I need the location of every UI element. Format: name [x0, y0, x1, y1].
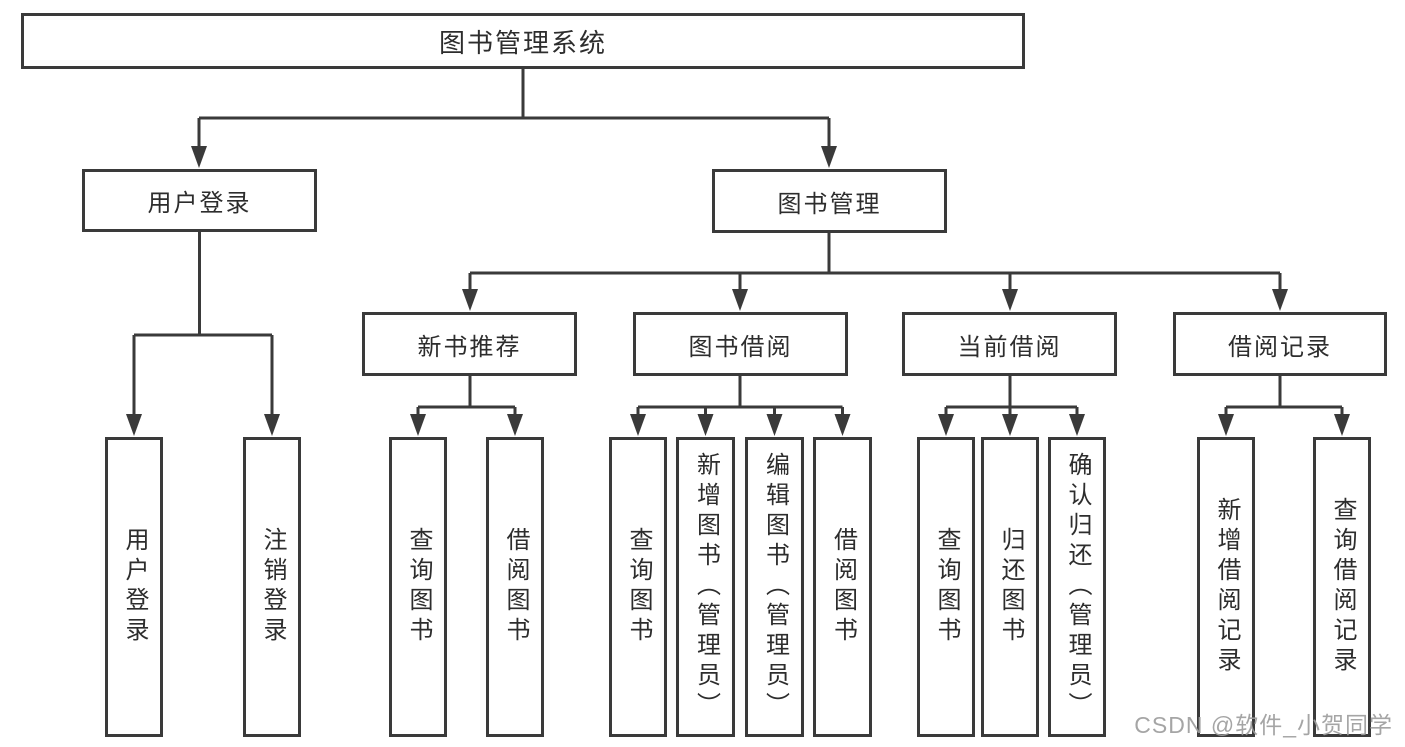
csdn-watermark: CSDN @软件_小贺同学 — [1134, 712, 1393, 738]
leaf-logout: 注销登录 — [243, 437, 301, 737]
leaf-add-books-admin: 新增图书（管理员） — [676, 437, 735, 737]
leaf-query-borrow-record: 查询借阅记录 — [1313, 437, 1371, 737]
node-library-management-system: 图书管理系统 — [21, 13, 1025, 69]
node-book-borrow: 图书借阅 — [633, 312, 848, 376]
leaf-borrow-books-recommend: 借阅图书 — [486, 437, 544, 737]
node-user-login: 用户登录 — [82, 169, 317, 232]
node-book-management: 图书管理 — [712, 169, 947, 233]
leaf-query-books-recommend: 查询图书 — [389, 437, 447, 737]
leaf-borrow-books: 借阅图书 — [813, 437, 872, 737]
leaf-query-books-current: 查询图书 — [917, 437, 975, 737]
leaf-return-books: 归还图书 — [981, 437, 1039, 737]
node-borrow-records: 借阅记录 — [1173, 312, 1387, 376]
node-new-book-recommend: 新书推荐 — [362, 312, 577, 376]
arrowheads — [126, 146, 1350, 436]
leaf-edit-books-admin: 编辑图书（管理员） — [745, 437, 804, 737]
leaf-add-borrow-record: 新增借阅记录 — [1197, 437, 1255, 737]
leaf-user-login: 用户登录 — [105, 437, 163, 737]
leaf-confirm-return-admin: 确认归还（管理员） — [1048, 437, 1106, 737]
node-current-borrow: 当前借阅 — [902, 312, 1117, 376]
leaf-query-books-borrow: 查询图书 — [609, 437, 667, 737]
